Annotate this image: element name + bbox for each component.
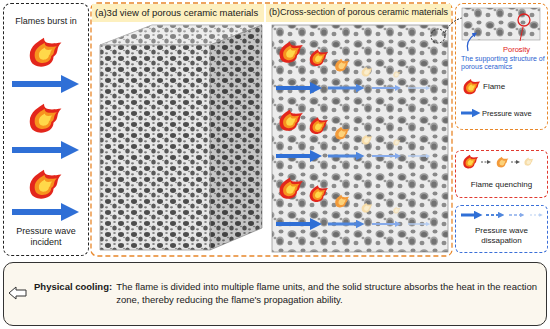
flame-row [408, 223, 428, 225]
quenching-sequence [524, 157, 533, 165]
flame-row [280, 42, 303, 63]
legend-panel: PorosityThe supporting structure of poro… [455, 3, 548, 130]
banner-title: (a)3d view of porous ceramic materials [95, 7, 261, 18]
flame-row [276, 222, 316, 226]
hollow-arrow-icon [9, 287, 26, 299]
illustration-panel-frame [91, 3, 452, 256]
flame-row [276, 42, 428, 225]
dissipation-sequence [509, 214, 522, 216]
flame-row [408, 155, 428, 157]
porous-block-3d [100, 45, 210, 250]
porous-block-3d [210, 25, 262, 250]
quenching-sequence [481, 162, 489, 163]
cooling-heading: Physical cooling: [34, 281, 112, 294]
cooling-panel: Physical cooling: The flame is divided in… [3, 262, 547, 326]
cooling-body: The flame is divided into multiple flame… [116, 281, 539, 307]
flame-row [335, 59, 349, 72]
incident-flames [12, 209, 70, 215]
flame-row [328, 87, 360, 90]
flame-row [280, 110, 303, 131]
flame-row [335, 195, 349, 208]
quenching-sequence [463, 155, 478, 169]
legend-label: Porosity [503, 45, 545, 54]
legend-label: The supporting structure of porous ceram… [461, 55, 545, 72]
flame-row [362, 67, 373, 77]
flame-row [310, 185, 328, 202]
cooling-panel-ground [3, 262, 547, 326]
legend-inset [467, 34, 475, 51]
banner-title: (b)Cross-section of porous ceramic mater… [269, 7, 448, 18]
flame-row [372, 155, 398, 157]
flame-row [372, 87, 398, 89]
incident-flames [30, 104, 62, 133]
dissipation-panel: Pressure wave dissapation [455, 205, 548, 253]
cooling-text: Physical cooling: The flame is divided in… [34, 281, 539, 307]
incident-flames [12, 38, 70, 212]
porous-cross-section [272, 25, 448, 252]
dissipation-sequence [530, 214, 541, 215]
panel-heading: Flames burst in [6, 16, 86, 27]
quenching-sequence [511, 162, 518, 163]
flame-row [362, 135, 373, 145]
dissipation-sequence [486, 214, 501, 216]
flame-row [310, 117, 328, 134]
dissipation-sequence [461, 215, 541, 216]
flame-row [393, 71, 401, 78]
view-banner: (a)3d view of porous ceramic materials [92, 4, 264, 22]
porous-cross-section [431, 29, 445, 43]
quenching-sequence [463, 155, 533, 169]
flame-row [393, 139, 401, 146]
incident-flames [30, 170, 62, 199]
flame-row [328, 223, 360, 226]
dissipation-sequence [461, 214, 478, 217]
flame-row [276, 154, 316, 158]
flame-row [276, 86, 316, 90]
porous-cross-section [272, 18, 462, 252]
panel-heading: Pressure wave incident [6, 226, 86, 248]
legend-inset [518, 14, 530, 26]
incident-flames [12, 147, 70, 153]
flame-row [372, 223, 398, 225]
incident-flames [12, 81, 70, 87]
quenching-panel: Flame quenching [455, 150, 548, 198]
flame-row [362, 203, 373, 213]
quenching-sequence [497, 157, 509, 168]
cooling-panel-ground [3, 262, 547, 326]
flame-row [310, 49, 328, 66]
legend-inset [464, 79, 481, 94]
flame-row [408, 87, 428, 89]
legend-inset [461, 112, 476, 115]
view-banner: (b)Cross-section of porous ceramic mater… [266, 4, 451, 22]
porous-block-3d [210, 25, 262, 250]
flame-row [280, 178, 303, 199]
incident-flames [30, 38, 62, 67]
incident-panel: Flames burst in Pressure wave incident [3, 3, 89, 256]
porous-block-3d [100, 25, 262, 250]
legend-label: Pressure wave [482, 109, 546, 118]
hollow-arrow-icon [9, 287, 26, 299]
flame-row [393, 207, 401, 214]
legend-label: Flame [483, 82, 543, 92]
flame-row [335, 127, 349, 140]
flame-row [328, 155, 360, 158]
legend-inset [520, 27, 523, 41]
illustration-panel-frame [91, 3, 452, 256]
panel-caption: Pressure wave dissapation [458, 226, 545, 245]
panel-caption: Flame quenching [458, 180, 545, 190]
